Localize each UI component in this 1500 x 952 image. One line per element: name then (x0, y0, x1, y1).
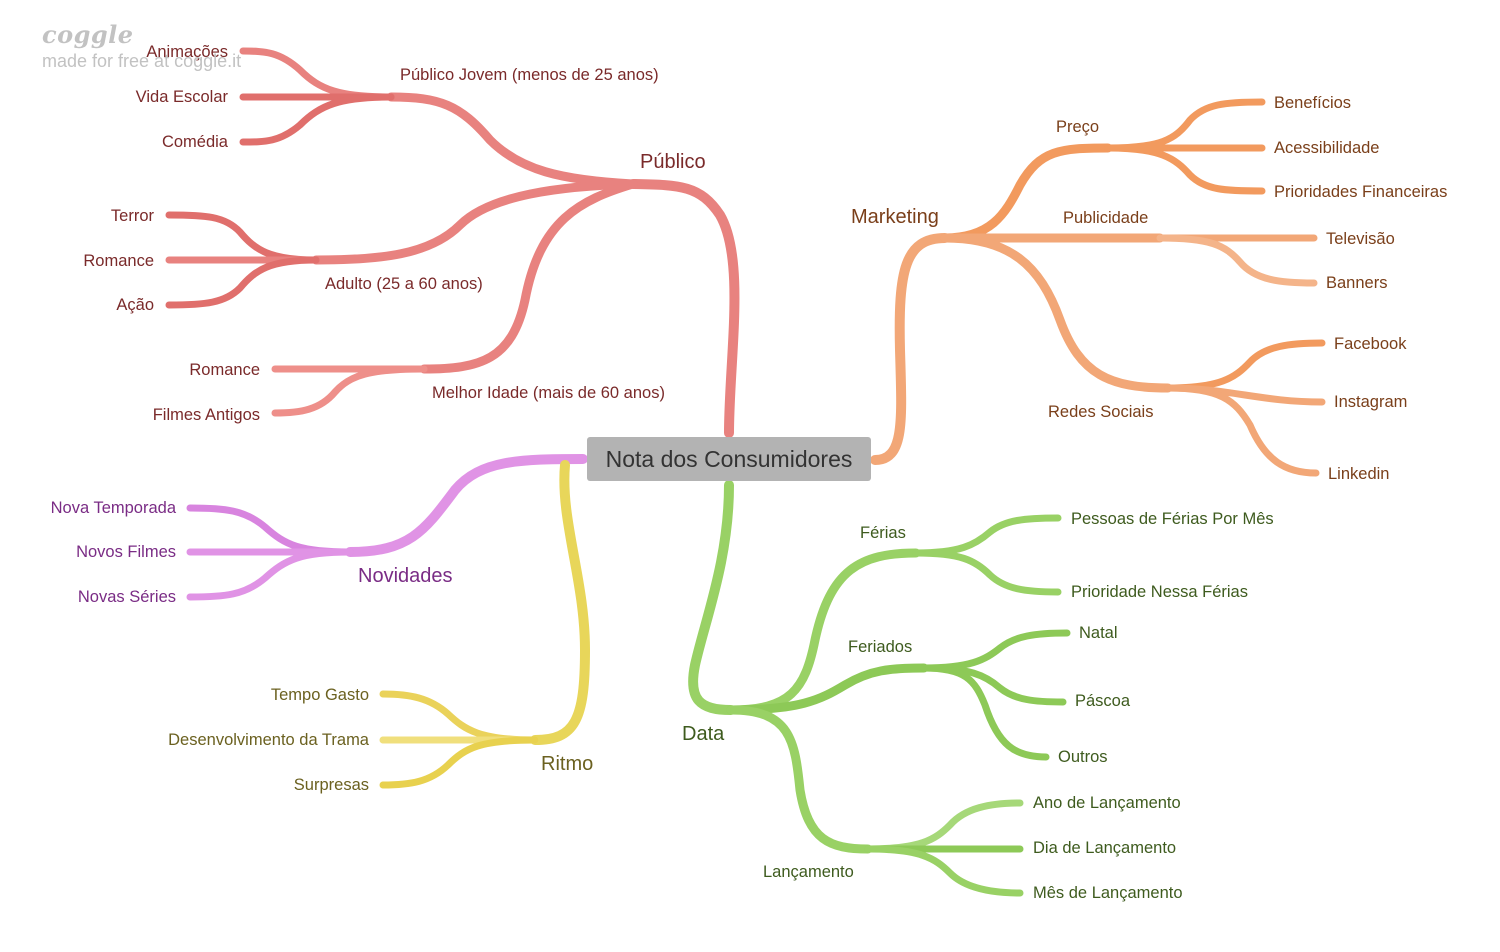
edge-public-banners (1156, 234, 1318, 287)
node-facebook[interactable]: Facebook (1334, 335, 1407, 353)
coggle-tagline: made for free at coggle.it (42, 51, 242, 71)
node-desenvolvimento-trama[interactable]: Desenvolvimento da Trama (168, 731, 370, 749)
edge-redes-linkedin (1164, 384, 1320, 477)
edge-lanc-ano (864, 799, 1024, 853)
node-ferias[interactable]: Férias (860, 524, 906, 542)
edge-data-feriados (726, 663, 929, 715)
node-mes-lancamento[interactable]: Mês de Lançamento (1033, 884, 1183, 902)
node-preco[interactable]: Preço (1056, 118, 1099, 136)
node-redes-sociais[interactable]: Redes Sociais (1048, 403, 1153, 421)
edge-ritmo-tempo (379, 690, 539, 744)
node-instagram[interactable]: Instagram (1334, 393, 1407, 411)
edge-ritmo-surpresas (379, 736, 539, 789)
edge-ferias-prioridade (912, 549, 1062, 596)
node-prioridade-ferias[interactable]: Prioridade Nessa Férias (1071, 583, 1248, 601)
branch-novidades (186, 454, 588, 601)
node-novos-filmes[interactable]: Novos Filmes (76, 543, 176, 561)
node-data[interactable]: Data (682, 723, 725, 745)
edge-root-novidades (345, 454, 588, 557)
edge-root-ritmo (530, 460, 591, 745)
node-romance-adulto[interactable]: Romance (83, 252, 154, 270)
edge-data-ferias (726, 548, 921, 715)
edge-jovem-comedia (239, 93, 395, 146)
edge-feriados-outros (920, 664, 1050, 761)
node-linkedin[interactable]: Linkedin (1328, 465, 1389, 483)
edge-publico-jovem (386, 92, 638, 189)
edge-marketing-preco (940, 143, 1113, 243)
edge-nov-series (186, 548, 354, 601)
edge-marketing-redes (940, 233, 1173, 393)
node-animacoes[interactable]: Animações (146, 43, 228, 61)
node-publico-jovem[interactable]: Público Jovem (menos de 25 anos) (400, 66, 659, 84)
edge-adulto-terror (165, 211, 320, 264)
node-ano-lancamento[interactable]: Ano de Lançamento (1033, 794, 1181, 812)
edge-feriados-natal (920, 629, 1071, 672)
node-tempo-gasto[interactable]: Tempo Gasto (271, 686, 369, 704)
node-ritmo[interactable]: Ritmo (541, 753, 593, 775)
node-surpresas[interactable]: Surpresas (294, 776, 369, 794)
root-node[interactable]: Nota dos Consumidores (587, 437, 871, 481)
node-prioridades-financeiras[interactable]: Prioridades Financeiras (1274, 183, 1447, 201)
edge-publico-adulto (311, 179, 638, 265)
node-acao[interactable]: Ação (116, 296, 154, 314)
node-romance-melhor[interactable]: Romance (189, 361, 260, 379)
edge-lanc-mes (864, 845, 1024, 897)
node-pessoas-ferias[interactable]: Pessoas de Férias Por Mês (1071, 510, 1274, 528)
node-beneficios[interactable]: Benefícios (1274, 94, 1351, 112)
node-publicidade[interactable]: Publicidade (1063, 209, 1148, 227)
branch-publico (165, 47, 740, 438)
node-publico-melhor[interactable]: Melhor Idade (mais de 60 anos) (432, 384, 665, 402)
node-natal[interactable]: Natal (1079, 624, 1118, 642)
node-nova-temporada[interactable]: Nova Temporada (51, 499, 177, 517)
node-feriados[interactable]: Feriados (848, 638, 912, 656)
edge-preco-prior (1104, 144, 1266, 195)
edge-redes-facebook (1164, 339, 1326, 392)
branch-data (688, 480, 1071, 897)
node-outros[interactable]: Outros (1058, 748, 1108, 766)
edge-melhor-filmes (271, 365, 428, 417)
edge-feriados-pascoa (920, 664, 1067, 706)
node-comedia[interactable]: Comédia (162, 133, 229, 151)
node-televisao[interactable]: Televisão (1326, 230, 1395, 248)
edge-data-lancamento (726, 705, 873, 854)
coggle-logo: coggle (42, 20, 134, 49)
branch-marketing (870, 98, 1326, 477)
node-lancamento[interactable]: Lançamento (763, 863, 854, 881)
node-dia-lancamento[interactable]: Dia de Lançamento (1033, 839, 1176, 857)
node-banners[interactable]: Banners (1326, 274, 1387, 292)
edge-root-marketing (870, 233, 950, 465)
coggle-watermark: coggle made for free at coggle.it (42, 20, 241, 72)
node-filmes-antigos[interactable]: Filmes Antigos (153, 406, 260, 424)
edge-preco-beneficios (1104, 98, 1266, 152)
node-acessibilidade[interactable]: Acessibilidade (1274, 139, 1379, 157)
edge-ferias-pessoas (912, 514, 1062, 557)
root-node-label: Nota dos Consumidores (605, 446, 853, 472)
node-publico[interactable]: Público (640, 151, 706, 173)
node-novas-series[interactable]: Novas Séries (78, 588, 176, 606)
node-pascoa[interactable]: Páscoa (1075, 692, 1131, 710)
edge-publico-melhor (419, 179, 638, 374)
node-novidades[interactable]: Novidades (358, 565, 453, 587)
edge-jovem-animacoes (239, 47, 395, 101)
node-publico-adulto[interactable]: Adulto (25 a 60 anos) (325, 275, 483, 293)
edge-adulto-acao (165, 256, 320, 309)
node-marketing[interactable]: Marketing (851, 206, 939, 228)
node-vida-escolar[interactable]: Vida Escolar (136, 88, 229, 106)
edge-root-publico (628, 179, 740, 438)
branch-ritmo (379, 460, 591, 789)
edge-nov-temporada (186, 504, 354, 556)
edge-root-data (688, 480, 736, 715)
node-terror[interactable]: Terror (111, 207, 155, 225)
